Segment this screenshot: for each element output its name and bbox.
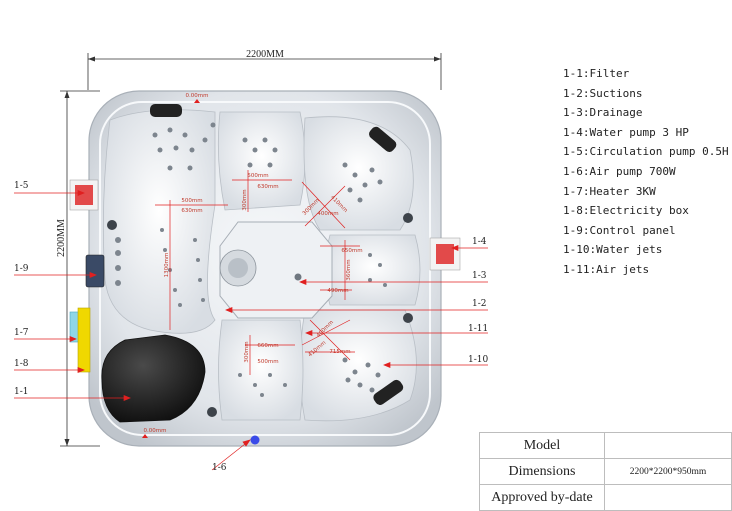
spec-label-model: Model	[479, 432, 605, 459]
measurement-2: 630mm	[257, 184, 278, 190]
jets	[107, 122, 413, 417]
electricity-box	[77, 307, 91, 373]
measurement-19: 0.00mm	[144, 428, 167, 434]
spec-row-model: Model	[479, 432, 732, 459]
callout-1-8: 1-8	[14, 359, 29, 369]
measurement-15: 500mm	[257, 359, 278, 365]
measurement-5: 630mm	[181, 208, 202, 214]
footwell	[219, 221, 333, 319]
measurement-11: 360mm	[346, 259, 352, 280]
measurement-18: 715mm	[329, 349, 350, 355]
spec-row-approved: Approved by-date	[479, 484, 732, 511]
callout-1-9: 1-9	[14, 264, 29, 274]
callout-1-10: 1-10	[468, 355, 488, 365]
legend-item-circulation-pump: 1-5:Circulation pump 0.5H	[563, 145, 729, 159]
top-center-seat	[217, 111, 306, 211]
measurement-14: 300mm	[244, 341, 250, 362]
legend-item-control-panel: 1-9:Control panel	[563, 223, 676, 237]
spec-label-dimensions: Dimensions	[479, 458, 605, 485]
spec-value-dimensions: 2200*2200*950mm	[604, 458, 732, 485]
legend-item-suctions: 1-2:Suctions	[563, 86, 643, 100]
spec-value-approved	[604, 484, 732, 511]
spec-row-dimensions: Dimensions 2200*2200*950mm	[479, 458, 732, 485]
filter-lid	[101, 334, 206, 423]
pillow-top-right	[369, 126, 397, 152]
spec-value-model	[604, 432, 732, 459]
callout-1-11: 1-11	[468, 324, 488, 334]
legend-item-water-jets: 1-10:Water jets	[563, 243, 663, 257]
drainage-icon	[294, 273, 302, 281]
measurement-6: 1300mm	[164, 253, 170, 278]
pillow-top-left	[150, 104, 182, 117]
lounger-seat	[102, 109, 216, 334]
callout-1-2: 1-2	[472, 299, 487, 309]
legend-item-electricity-box: 1-8:Electricity box	[563, 204, 689, 218]
height-label: 2200MM	[56, 219, 67, 257]
measurement-13: 660mm	[257, 343, 278, 349]
width-label: 2200MM	[246, 49, 284, 60]
legend-item-drainage: 1-3:Drainage	[563, 106, 643, 120]
legend-item-air-pump: 1-6:Air pump 700W	[563, 164, 676, 178]
height-dimension: 2200MM	[56, 90, 100, 447]
measurement-lines	[155, 170, 360, 375]
width-dimension: 2200MM	[87, 49, 442, 90]
callout-leaders	[14, 189, 488, 471]
control-panel	[85, 254, 105, 288]
legend-item-filter: 1-1:Filter	[563, 67, 630, 80]
air-pump	[250, 435, 260, 445]
bottom-center-seat	[218, 319, 304, 421]
measurement-8: 400mm	[317, 211, 338, 217]
legend-item-air-jets: 1-11:Air jets	[563, 262, 650, 276]
legend-item-heater: 1-7:Heater 3KW	[563, 184, 656, 198]
right-seat	[324, 234, 421, 306]
callout-1-4: 1-4	[472, 237, 487, 247]
measurement-4: 500mm	[181, 198, 202, 204]
legend-item-water-pump: 1-4:Water pump 3 HP	[563, 125, 689, 139]
pillow-bottom-right	[373, 379, 404, 405]
measurement-3: 300mm	[242, 189, 248, 210]
callout-1-3: 1-3	[472, 271, 487, 281]
callout-1-7: 1-7	[14, 328, 29, 338]
measurement-0: 0.00mm	[186, 93, 209, 99]
bottom-right-seat	[299, 309, 417, 422]
callout-labels: 1-5 1-9 1-7 1-8 1-1 1-6 1-4 1-3 1-2 1-11…	[14, 181, 488, 473]
callout-1-6: 1-6	[212, 463, 227, 473]
callout-1-1: 1-1	[14, 387, 29, 397]
callout-1-5: 1-5	[14, 181, 29, 191]
spa-tub	[69, 90, 461, 447]
spec-label-approved: Approved by-date	[479, 484, 605, 511]
measurement-ticks	[142, 99, 200, 438]
measurement-10: 650mm	[341, 248, 362, 254]
measurement-1: 500mm	[247, 173, 268, 179]
measurement-12: 490mm	[327, 288, 348, 294]
legend: 1-1:Filter 1-2:Suctions 1-3:Drainage 1-4…	[563, 64, 729, 280]
spec-table: Model Dimensions 2200*2200*950mm Approve…	[479, 432, 732, 511]
